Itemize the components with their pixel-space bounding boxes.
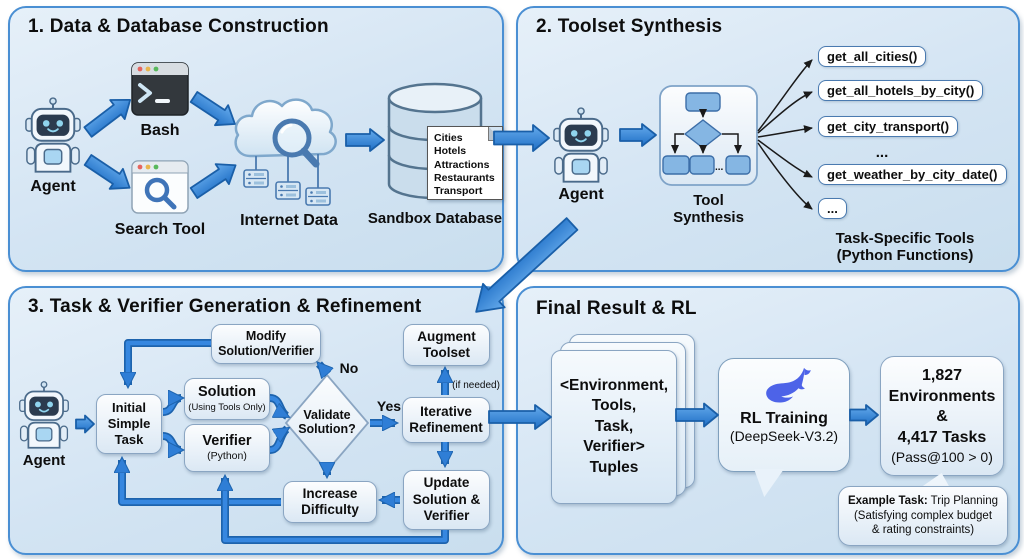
tool-pill-get-all-cities: get_all_cities() — [818, 46, 927, 67]
tools-ellipsis: ... — [875, 144, 889, 161]
increase-difficulty-node: Increase Difficulty — [283, 481, 377, 523]
if-needed-label: (if needed) — [452, 380, 500, 391]
agent-robot-icon-3 — [18, 378, 70, 450]
agent-label-3: Agent — [22, 452, 66, 469]
panel3-title: 3. Task & Verifier Generation & Refineme… — [28, 296, 422, 317]
tool-pill-get-all-hotels: get_all_hotels_by_city() — [818, 80, 984, 101]
no-label: No — [339, 360, 359, 376]
solution-node: Solution (Using Tools Only) — [184, 378, 270, 420]
database-contents-note: Cities Hotels Attractions Restaurants Tr… — [427, 126, 503, 200]
results-text: 1,827 Environments & 4,417 Tasks — [888, 366, 996, 447]
tuples-text: <Environment, Tools, Task, Verifier> Tup… — [559, 376, 669, 476]
augment-toolset-node: Augment Toolset — [403, 324, 490, 366]
internet-data-label: Internet Data — [240, 212, 338, 229]
tool-pill-ellipsis: ... — [818, 198, 847, 219]
solution-title: Solution — [198, 384, 256, 401]
iterative-refinement-node: Iterative Refinement — [402, 397, 490, 443]
database-contents-text: Cities Hotels Attractions Restaurants Tr… — [434, 132, 495, 198]
agent-label-2: Agent — [558, 186, 604, 203]
results-node: 1,827 Environments & 4,417 Tasks (Pass@1… — [880, 356, 1004, 476]
bash-label: Bash — [140, 122, 180, 139]
panel4-title: Final Result & RL — [536, 298, 697, 319]
update-solution-verifier-node: Update Solution & Verifier — [403, 470, 490, 530]
panel1-title: 1. Data & Database Construction — [28, 16, 329, 37]
tool-synthesis-label: Tool Synthesis — [673, 192, 744, 227]
sandbox-database-label: Sandbox Database — [367, 210, 503, 227]
agent-robot-icon — [24, 94, 82, 174]
internet-data-icon — [234, 98, 337, 206]
modify-solution-verifier-node: Modify Solution/Verifier — [211, 324, 321, 364]
validate-solution-label: Validate Solution? — [298, 408, 356, 437]
verifier-node: Verifier (Python) — [184, 424, 270, 472]
task-specific-tools-caption: Task-Specific Tools (Python Functions) — [835, 230, 975, 265]
tool-pill-get-city-transport: get_city_transport() — [818, 116, 959, 137]
deepseek-logo — [766, 367, 811, 403]
rl-training-label: RL Training — [740, 410, 828, 427]
tool-pill-get-weather: get_weather_by_city_date() — [818, 164, 1007, 185]
results-subtext: (Pass@100 > 0) — [891, 449, 993, 466]
rl-model-label: (DeepSeek-V3.2) — [729, 428, 839, 444]
rl-training-bubble: RL Training (DeepSeek-V3.2) — [718, 358, 850, 472]
search-tool-icon — [131, 160, 189, 214]
bash-terminal-icon — [131, 62, 189, 116]
verifier-subtitle: (Python) — [207, 450, 247, 463]
panel2-title: 2. Toolset Synthesis — [536, 16, 723, 37]
search-tool-label: Search Tool — [114, 221, 206, 238]
initial-simple-task-node: Initial Simple Task — [96, 394, 162, 454]
verifier-title: Verifier — [202, 432, 252, 449]
yes-label: Yes — [376, 398, 402, 414]
example-task-name: Trip Planning — [927, 495, 998, 508]
agent-robot-icon-2 — [552, 104, 610, 184]
agent-label: Agent — [30, 178, 76, 195]
example-task-callout: Example Task: Trip Planning (Satisfying … — [838, 486, 1008, 546]
example-task-bold: Example Task: — [847, 495, 928, 508]
example-task-sub: (Satisfying complex budget & rating cons… — [853, 509, 993, 537]
tuple-card-front: <Environment, Tools, Task, Verifier> Tup… — [551, 350, 677, 504]
solution-subtitle: (Using Tools Only) — [188, 402, 266, 414]
